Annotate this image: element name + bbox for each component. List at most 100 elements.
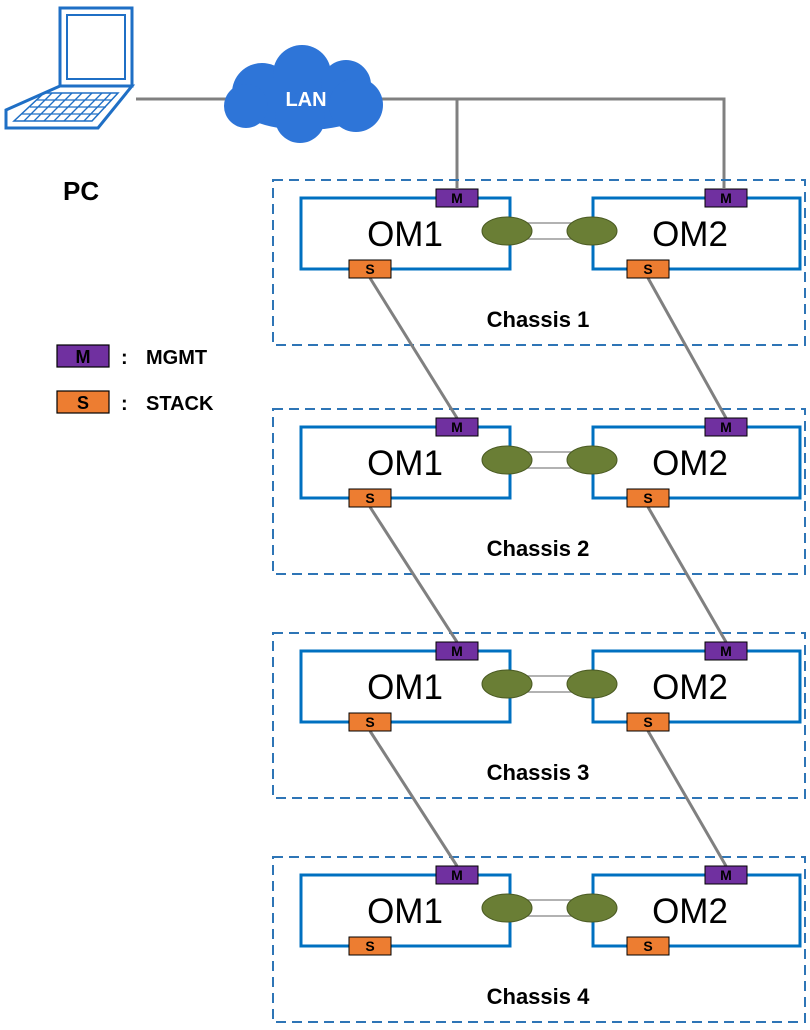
mgmt-port-om1: M [435, 417, 479, 437]
om2-label: OM2 [652, 892, 728, 931]
chassis-label: Chassis 2 [487, 536, 590, 561]
stack-port-label: S [365, 490, 374, 506]
laptop-icon [4, 6, 136, 130]
stack-port-label: S [643, 490, 652, 506]
mgmt-port-om2: M [704, 188, 748, 208]
om2-module [591, 425, 802, 500]
legend-stack-separator: : [121, 393, 128, 415]
legend-stack-text: STACK [146, 393, 214, 415]
stack-link-layer [368, 277, 728, 867]
om1-interconnect-port [481, 445, 533, 475]
stack-port-om2: S [626, 712, 670, 732]
mgmt-port-body [435, 641, 479, 661]
om2-label: OM2 [652, 444, 728, 483]
stack-port-om1: S [348, 259, 392, 279]
chassis-frame [272, 856, 806, 1023]
stack-link-om2-3-to-4 [646, 730, 728, 867]
mgmt-port-label: M [451, 419, 463, 435]
mgmt-port-om1: M [435, 641, 479, 661]
mgmt-port-body [704, 865, 748, 885]
mgmt-port-label: M [720, 190, 732, 206]
stack-port-body [348, 712, 392, 732]
legend: M : MGMT S : STACK [56, 344, 214, 415]
mgmt-port-om1: M [435, 188, 479, 208]
om1-label: OM1 [367, 215, 443, 254]
stack-port-body [626, 488, 670, 508]
mgmt-port-om2: M [704, 641, 748, 661]
chassis-label: Chassis 1 [487, 307, 590, 332]
chassis-label: Chassis 4 [487, 984, 590, 1009]
mgmt-port-label: M [451, 190, 463, 206]
lan-links [136, 97, 726, 188]
om1-label: OM1 [367, 892, 443, 931]
om1-interconnect-port [481, 669, 533, 699]
stack-port-om1: S [348, 488, 392, 508]
stack-port-body [348, 936, 392, 956]
stack-port-label: S [643, 261, 652, 277]
chassis-frame [272, 179, 806, 346]
om2-interconnect-port [566, 893, 618, 923]
stack-port-label: S [365, 714, 374, 730]
stack-port-label: S [643, 714, 652, 730]
stack-port-label: S [643, 938, 652, 954]
mgmt-port-label: M [451, 867, 463, 883]
om2-interconnect-port [566, 445, 618, 475]
stack-port-body [348, 259, 392, 279]
chassis-label: Chassis 3 [487, 760, 590, 785]
chassis-frame [272, 408, 806, 575]
lan-label: LAN [285, 89, 326, 111]
port-layer: M M S S M M S S M M S S M M S S [348, 188, 748, 956]
om1-interconnect-port [481, 893, 533, 923]
cloud-icon [224, 45, 383, 143]
mgmt-port-body [704, 641, 748, 661]
stack-link-om2-2-to-3 [646, 506, 728, 643]
stack-port-body [626, 259, 670, 279]
legend-mgmt-separator: : [121, 347, 128, 369]
om2-interconnect-port [566, 216, 618, 246]
stack-link-om1-2-to-3 [368, 506, 459, 643]
legend-stack-swatch [56, 390, 110, 414]
mgmt-port-label: M [720, 867, 732, 883]
legend-mgmt-text: MGMT [146, 347, 207, 369]
stack-port-om1: S [348, 712, 392, 732]
stack-port-om2: S [626, 936, 670, 956]
om1-label: OM1 [367, 444, 443, 483]
om2-label: OM2 [652, 215, 728, 254]
stack-link-om1-1-to-2 [368, 277, 459, 419]
pc-label: PC [63, 176, 99, 206]
mgmt-port-label: M [720, 419, 732, 435]
mgmt-port-om2: M [704, 417, 748, 437]
stack-port-om1: S [348, 936, 392, 956]
legend-mgmt-symbol: M [76, 347, 91, 367]
stack-port-body [626, 936, 670, 956]
stack-link-om2-1-to-2 [646, 277, 728, 419]
stack-port-body [626, 712, 670, 732]
mgmt-port-body [435, 188, 479, 208]
legend-stack-symbol: S [77, 393, 89, 413]
om2-module [591, 873, 802, 948]
om2-interconnect-port [566, 669, 618, 699]
mgmt-port-body [435, 417, 479, 437]
stack-port-om2: S [626, 259, 670, 279]
om1-interconnect-port [481, 216, 533, 246]
legend-mgmt-swatch [56, 344, 110, 368]
mgmt-port-body [704, 417, 748, 437]
om1-module [299, 425, 512, 500]
mgmt-port-om1: M [435, 865, 479, 885]
mgmt-port-body [435, 865, 479, 885]
stack-link-om1-3-to-4 [368, 730, 459, 867]
stack-port-label: S [365, 261, 374, 277]
mgmt-port-om2: M [704, 865, 748, 885]
chassis-frame [272, 632, 806, 799]
om2-label: OM2 [652, 668, 728, 707]
mgmt-port-label: M [720, 643, 732, 659]
stack-port-om2: S [626, 488, 670, 508]
stack-port-body [348, 488, 392, 508]
mgmt-port-label: M [451, 643, 463, 659]
